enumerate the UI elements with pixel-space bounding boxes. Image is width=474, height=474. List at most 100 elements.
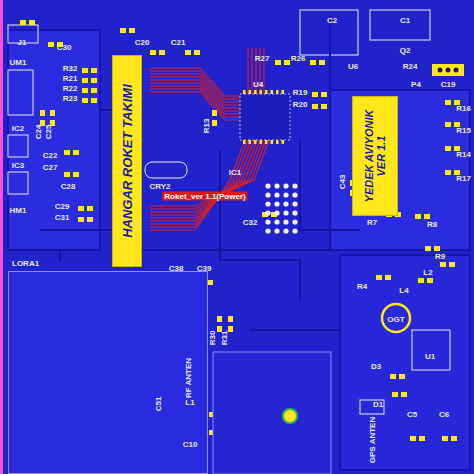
smd-pad (445, 146, 451, 151)
smd-pad (442, 436, 448, 441)
smd-pad (418, 278, 424, 283)
smd-pad (385, 275, 391, 280)
designator: L4 (399, 286, 408, 295)
banner-text: HANGAR ROKET TAKIMI (120, 84, 135, 238)
designator: C5 (407, 410, 417, 419)
smd-pad (312, 92, 318, 97)
smd-pad (73, 172, 79, 177)
smd-pad (217, 316, 222, 322)
smd-pad (399, 374, 405, 379)
copper-pour (340, 255, 470, 470)
board-edge (0, 0, 3, 474)
smd-pad (310, 60, 316, 65)
designator: R22 (63, 84, 78, 93)
designator: R9 (435, 252, 445, 261)
smd-pad (129, 28, 135, 33)
smd-pad (29, 20, 35, 25)
smd-pad (275, 60, 281, 65)
designator: C22 (43, 151, 58, 160)
designator: C19 (441, 80, 456, 89)
smd-pad (40, 110, 45, 116)
module-body (8, 271, 208, 474)
designator: R8 (427, 220, 437, 229)
designator: U6 (348, 62, 358, 71)
smd-pad (410, 436, 416, 441)
smd-pad (48, 42, 54, 47)
smd-pad (451, 436, 457, 441)
smd-pad (212, 110, 217, 116)
designator: C32 (243, 218, 258, 227)
smd-pad (159, 50, 165, 55)
designator: U1 (425, 352, 435, 361)
smd-pad (91, 88, 97, 93)
designator: D3 (371, 362, 381, 371)
connector-pin (438, 68, 443, 73)
designator: R14 (456, 150, 471, 159)
antenna-feed (283, 409, 297, 423)
designator: R32 (63, 64, 78, 73)
designator: C39 (197, 264, 212, 273)
designator: C2 (327, 16, 337, 25)
smd-pad (321, 92, 327, 97)
designator: C25 (44, 125, 53, 140)
designator: R19 (293, 88, 308, 97)
smd-pad (91, 78, 97, 83)
smd-pad (64, 150, 70, 155)
smd-pad (440, 262, 446, 267)
smd-pad (424, 214, 430, 219)
designator: C21 (171, 38, 186, 47)
designator: R4 (357, 282, 367, 291)
smd-pad (91, 98, 97, 103)
designator: GPS ANTEN (368, 417, 377, 463)
smd-pad (228, 326, 233, 332)
designator: C6 (439, 410, 449, 419)
designator: U4 (253, 80, 263, 89)
smd-pad (150, 50, 156, 55)
designator: R17 (456, 174, 471, 183)
designator: R13 (202, 119, 211, 134)
smd-pad (425, 246, 431, 251)
smd-pad (434, 246, 440, 251)
smd-pad (415, 214, 421, 219)
module-footprint: LORA1 (8, 258, 208, 474)
copper-pour (8, 30, 100, 250)
designator: C27 (43, 163, 58, 172)
designator: C51 (154, 397, 163, 412)
antenna-area (213, 352, 331, 474)
designator: R16 (456, 104, 471, 113)
net-label: Roket_ver 1.1(Power) (162, 192, 247, 201)
smd-pad (390, 374, 396, 379)
designator: CRY2 (149, 182, 170, 191)
smd-pad (376, 275, 382, 280)
designator: OGT (387, 315, 404, 324)
designator: C38 (169, 264, 184, 273)
smd-pad (64, 172, 70, 177)
smd-pad (82, 98, 88, 103)
pin-header (265, 183, 297, 233)
smd-pad (78, 217, 84, 222)
smd-pad (212, 120, 217, 126)
smd-pad (449, 262, 455, 267)
designator: HM1 (10, 206, 27, 215)
designator: C24 (34, 125, 43, 140)
banner-text: YEDEK AVIYONIK VER 1.1 (363, 104, 387, 208)
designator: C29 (55, 202, 70, 211)
designator: J1 (18, 38, 27, 47)
smd-pad (319, 60, 325, 65)
smd-pad (20, 20, 26, 25)
designator: P4 (411, 80, 421, 89)
designator: C28 (61, 182, 76, 191)
designator: D1 (373, 400, 383, 409)
title-banner: YEDEK AVIYONIK VER 1.1 (352, 96, 398, 216)
smd-pad (312, 104, 318, 109)
connector-body (432, 64, 464, 76)
smd-pad (321, 104, 327, 109)
smd-pad (87, 217, 93, 222)
designator: C1 (400, 16, 410, 25)
smd-pad (82, 68, 88, 73)
smd-pad (82, 88, 88, 93)
smd-pad (392, 392, 398, 397)
designator: C43 (338, 175, 347, 190)
designator: L1 (185, 398, 194, 407)
